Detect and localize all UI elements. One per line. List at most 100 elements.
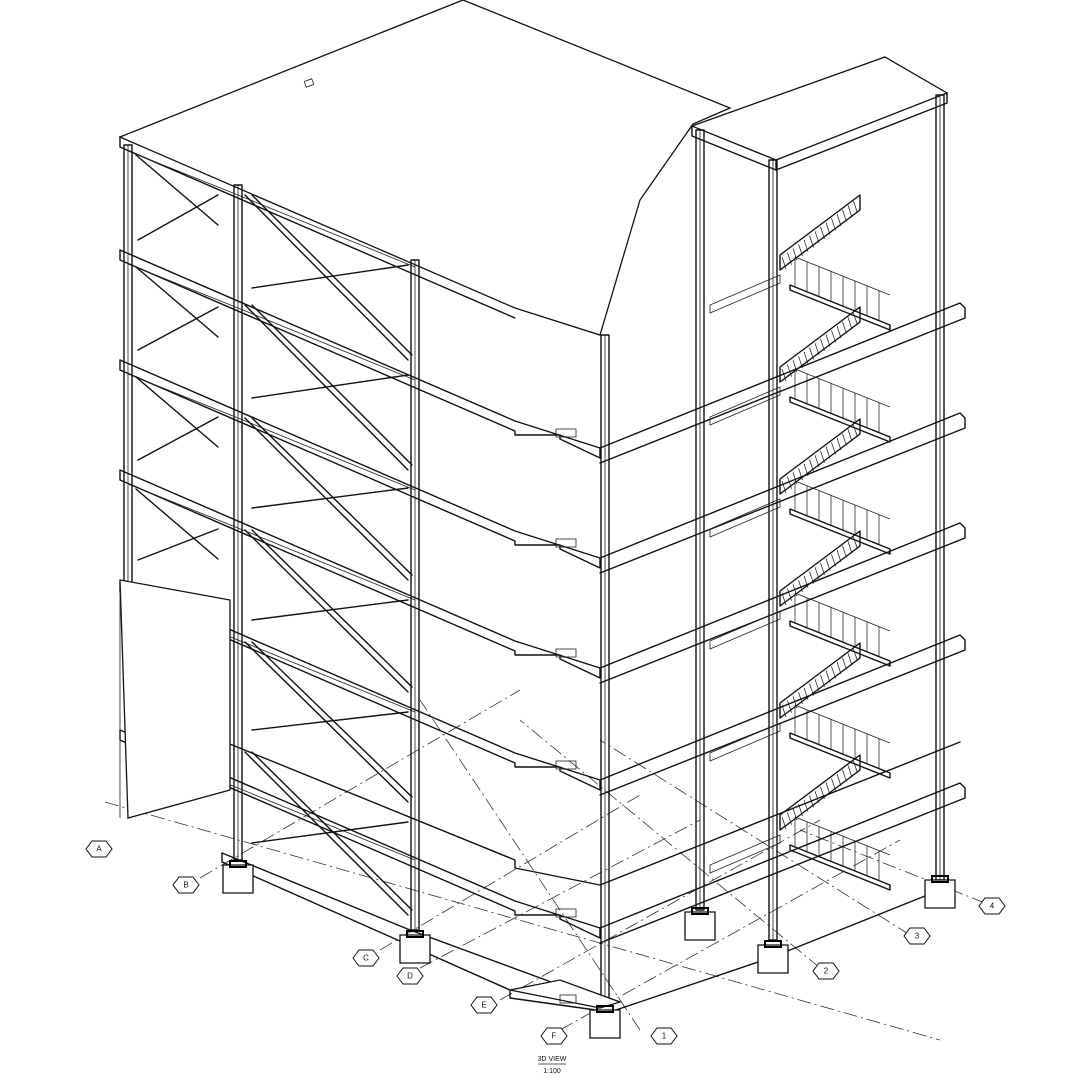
- footing: [757, 944, 789, 974]
- cross-bracing: [127, 150, 416, 916]
- slab-opening: [555, 538, 577, 548]
- diagonal-brace: [137, 306, 219, 351]
- stair-tread: [847, 317, 853, 330]
- beam: [237, 527, 416, 601]
- grid-label-e: E: [481, 1001, 486, 1010]
- stair-tread: [781, 368, 787, 382]
- stair-tread: [836, 773, 842, 787]
- stair-stringer: [779, 306, 861, 383]
- grid-label-a: A: [96, 845, 102, 854]
- handrail: [794, 368, 891, 408]
- grid-label-2: 2: [824, 967, 829, 976]
- ground-slab: [221, 852, 941, 1013]
- stair-tread: [831, 554, 836, 567]
- beam: [127, 373, 239, 419]
- stair-tread: [831, 778, 836, 791]
- footing: [924, 879, 956, 909]
- stair-return-flight: [709, 722, 781, 762]
- diagonal-brace: [251, 751, 413, 911]
- stair-tread: [798, 803, 803, 817]
- stair-tread: [792, 696, 798, 709]
- diagonal-brace: [137, 194, 219, 241]
- grid-bubble-b: B: [172, 876, 200, 894]
- grid-bubble-1: 1: [650, 1027, 678, 1045]
- stair-tread: [825, 670, 831, 683]
- stair-tread: [825, 558, 831, 571]
- grid-bubble-f: F: [540, 1027, 568, 1045]
- grid-label-4: 4: [990, 902, 995, 911]
- stair-tread: [809, 683, 814, 696]
- stair-tread: [803, 239, 809, 252]
- beam: [237, 787, 416, 861]
- beam: [127, 263, 239, 309]
- stair-tread: [831, 218, 836, 231]
- stair-flight: [709, 754, 891, 891]
- stair-tread: [803, 463, 809, 476]
- grid-label-c: C: [363, 954, 369, 963]
- stair-tread: [803, 351, 809, 364]
- stair-landing: [789, 732, 891, 779]
- stair-tread: [820, 786, 825, 800]
- base-plate: [596, 1005, 614, 1013]
- stair-tread: [809, 347, 814, 360]
- footing: [222, 864, 254, 894]
- diagonal-brace: [251, 641, 413, 798]
- stair-tread: [831, 442, 836, 455]
- stair-tread: [798, 691, 803, 705]
- handrail: [794, 704, 891, 744]
- stair-tread: [842, 209, 847, 222]
- stair-flights: [709, 194, 891, 891]
- stair-stringer: [779, 418, 861, 495]
- stair-tread: [792, 248, 798, 261]
- stair-tread: [820, 338, 825, 352]
- stair-flight: [709, 306, 891, 443]
- grid-label-1: 1: [662, 1032, 667, 1041]
- stair-tread: [809, 459, 814, 472]
- horizontal-strut: [251, 821, 409, 844]
- stair-flight: [709, 642, 891, 779]
- stair-return-flight: [709, 834, 781, 874]
- base-plate: [931, 875, 949, 883]
- stair-tread: [836, 437, 842, 451]
- stair-tread: [781, 816, 787, 830]
- roof-slab: [118, 0, 732, 336]
- diagonal-brace: [135, 266, 219, 338]
- base-plate: [764, 940, 782, 948]
- beam: [237, 194, 416, 268]
- stair-tread: [842, 657, 847, 670]
- stair-tread: [781, 480, 787, 494]
- stair-tread: [836, 325, 842, 339]
- stair-tread: [787, 588, 792, 601]
- stair-tread: [787, 476, 792, 489]
- floor-slab: [119, 359, 966, 574]
- beam: [237, 639, 416, 713]
- stair-tread: [820, 226, 825, 240]
- beam: [127, 150, 239, 196]
- horizontal-strut: [251, 599, 409, 621]
- base-plate: [406, 930, 424, 938]
- footing: [684, 911, 716, 941]
- stair-tread: [853, 648, 858, 662]
- stair-return-flight: [709, 498, 781, 538]
- stair-tread: [847, 205, 853, 218]
- horizontal-strut: [251, 374, 409, 399]
- handrail: [794, 256, 891, 296]
- stair-return-flight: [709, 274, 781, 314]
- grid-bubble-4: 4: [978, 897, 1006, 915]
- grid-bubble-3: 3: [903, 927, 931, 945]
- stair-landing: [789, 844, 891, 891]
- stair-tread: [825, 334, 831, 347]
- stair-tread: [814, 567, 820, 580]
- stair-return-flight: [709, 386, 781, 426]
- diagonal-brace: [251, 417, 413, 576]
- stair-tread: [853, 424, 858, 438]
- stair-tread: [814, 343, 820, 356]
- slab-opening: [555, 648, 577, 658]
- stair-tread: [820, 450, 825, 464]
- stair-tread: [792, 360, 798, 373]
- stair-tread: [853, 536, 858, 550]
- diagonal-brace: [137, 528, 219, 561]
- stair-tread: [803, 799, 809, 812]
- stair-tread: [792, 584, 798, 597]
